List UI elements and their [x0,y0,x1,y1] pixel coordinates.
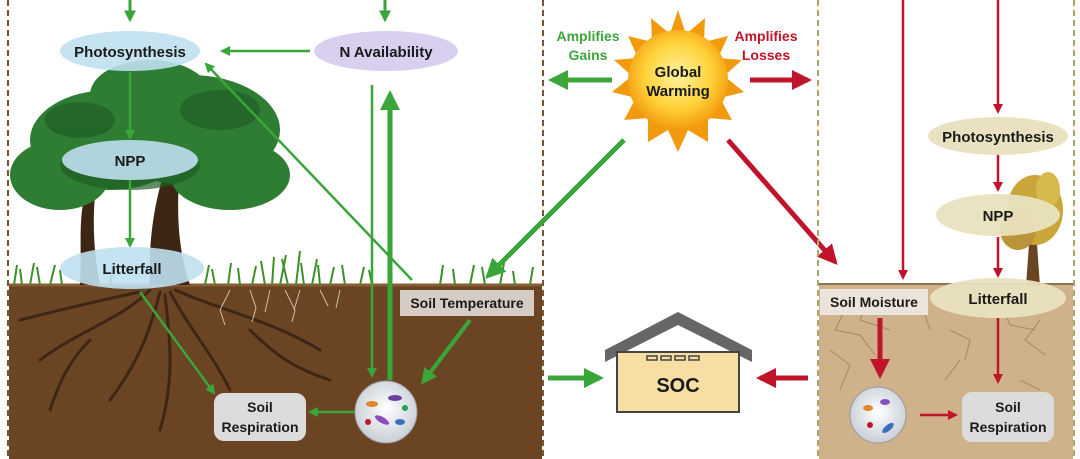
soil-respiration-label-left-1: Soil [247,399,273,415]
tree-roots [18,288,332,432]
litterfall-node-right [930,278,1066,318]
photosynthesis-node-right [928,117,1068,155]
soc-label: SOC [656,375,699,397]
litterfall-node-left [60,247,204,289]
n-availability-label: N Availability [339,44,433,61]
soc-storage-icon [605,312,752,413]
photosynthesis-label-right: Photosynthesis [942,129,1054,146]
photosynthesis-node-left [60,31,200,71]
soil-moisture-label: Soil Moisture [830,294,918,310]
soil-temperature-label: Soil Temperature [410,295,524,311]
center-panel: Global Warming Amplifies Gains Amplifies… [485,10,838,413]
microbes-icon-left [354,380,418,444]
photosynthesis-label-left: Photosynthesis [74,44,186,61]
global-warming-label-1: Global [655,64,702,81]
soil-moisture-node [820,289,928,315]
soil-respiration-label-right-2: Respiration [969,419,1046,435]
microbes-icon-right [849,386,907,444]
sun-icon [612,10,744,152]
npp-label-right: NPP [983,208,1014,225]
left-arrows [124,0,472,417]
soil-respiration-label-right-1: Soil [995,399,1021,415]
amplifies-gains-label-2: Gains [569,47,608,63]
soil-respiration-label-left-2: Respiration [221,419,298,435]
amplifies-gains-label-1: Amplifies [556,28,619,44]
npp-node-left [62,140,198,180]
soil-respiration-node-right [962,392,1054,442]
right-arrows [870,0,1003,420]
amplifies-losses-label-1: Amplifies [734,28,797,44]
amplifies-losses-label-2: Losses [742,47,790,63]
left-panel: Photosynthesis N Availability NPP Litter… [7,0,544,459]
litterfall-label-left: Litterfall [102,261,161,278]
litterfall-label-right: Litterfall [968,291,1027,308]
global-warming-label-2: Warming [646,83,710,100]
npp-label-left: NPP [115,153,146,170]
soil-temperature-node [400,290,534,316]
n-availability-node [314,31,458,71]
right-panel: Photosynthesis NPP Litterfall Soil Moist… [817,0,1075,459]
soil-respiration-node-left [214,393,306,441]
npp-node-right [936,194,1060,236]
